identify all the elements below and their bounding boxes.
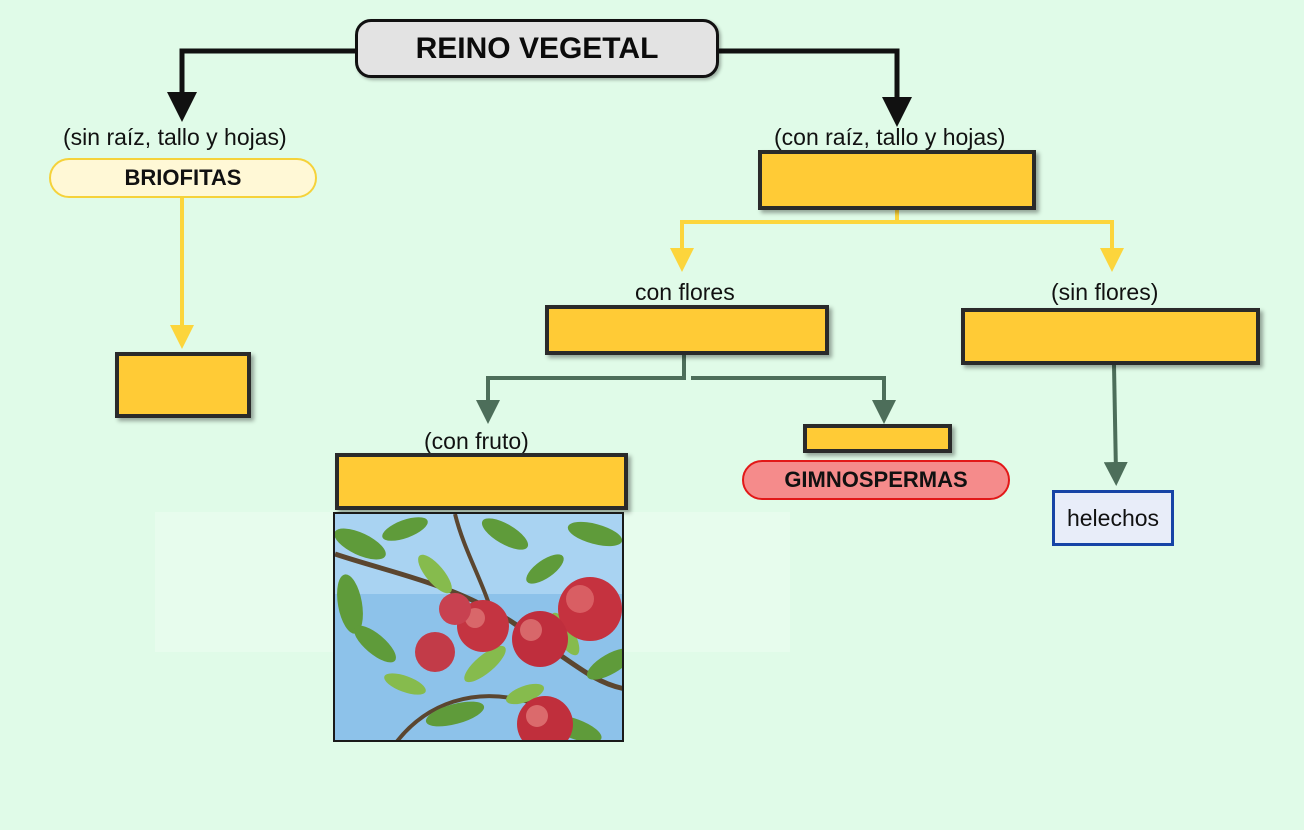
caption-sin-flores: (sin flores) — [1051, 279, 1159, 305]
blank-box-sin-flores — [961, 308, 1260, 365]
flowers-to-fruit-arrow — [476, 353, 686, 424]
blank-box-briofitas-example — [115, 352, 251, 418]
noflowers-to-helechos-arrow — [1103, 364, 1128, 486]
caption-con-raiz: (con raíz, tallo y hojas) — [774, 124, 1006, 150]
gimnospermas-node: GIMNOSPERMAS — [742, 460, 1010, 500]
helechos-node: helechos — [1052, 490, 1174, 546]
title-node-reino-vegetal: REINO VEGETAL — [355, 19, 719, 78]
blank-box-gymno-type — [803, 424, 952, 453]
title-to-vascular-arrow — [717, 48, 912, 127]
vascular-to-flowers-arrow — [670, 220, 897, 272]
apple-photo — [333, 512, 624, 742]
blank-box-con-flores — [545, 305, 829, 355]
gimnospermas-label: GIMNOSPERMAS — [784, 467, 968, 492]
caption-con-fruto: (con fruto) — [424, 428, 529, 454]
vascular-to-noflowers-arrow — [897, 220, 1124, 272]
caption-con-flores: con flores — [635, 279, 735, 305]
briofitas-node: BRIOFITAS — [49, 158, 317, 198]
flowers-to-gymno-arrow — [691, 376, 896, 424]
title-to-briofitas-arrow — [167, 48, 357, 122]
blank-box-con-fruto — [335, 453, 628, 510]
briofitas-label: BRIOFITAS — [124, 165, 242, 190]
title-text: REINO VEGETAL — [415, 31, 659, 65]
caption-sin-raiz: (sin raíz, tallo y hojas) — [63, 124, 287, 150]
apple-tree-illustration — [335, 514, 622, 740]
helechos-label: helechos — [1066, 504, 1160, 531]
blank-box-vascular — [758, 150, 1036, 210]
